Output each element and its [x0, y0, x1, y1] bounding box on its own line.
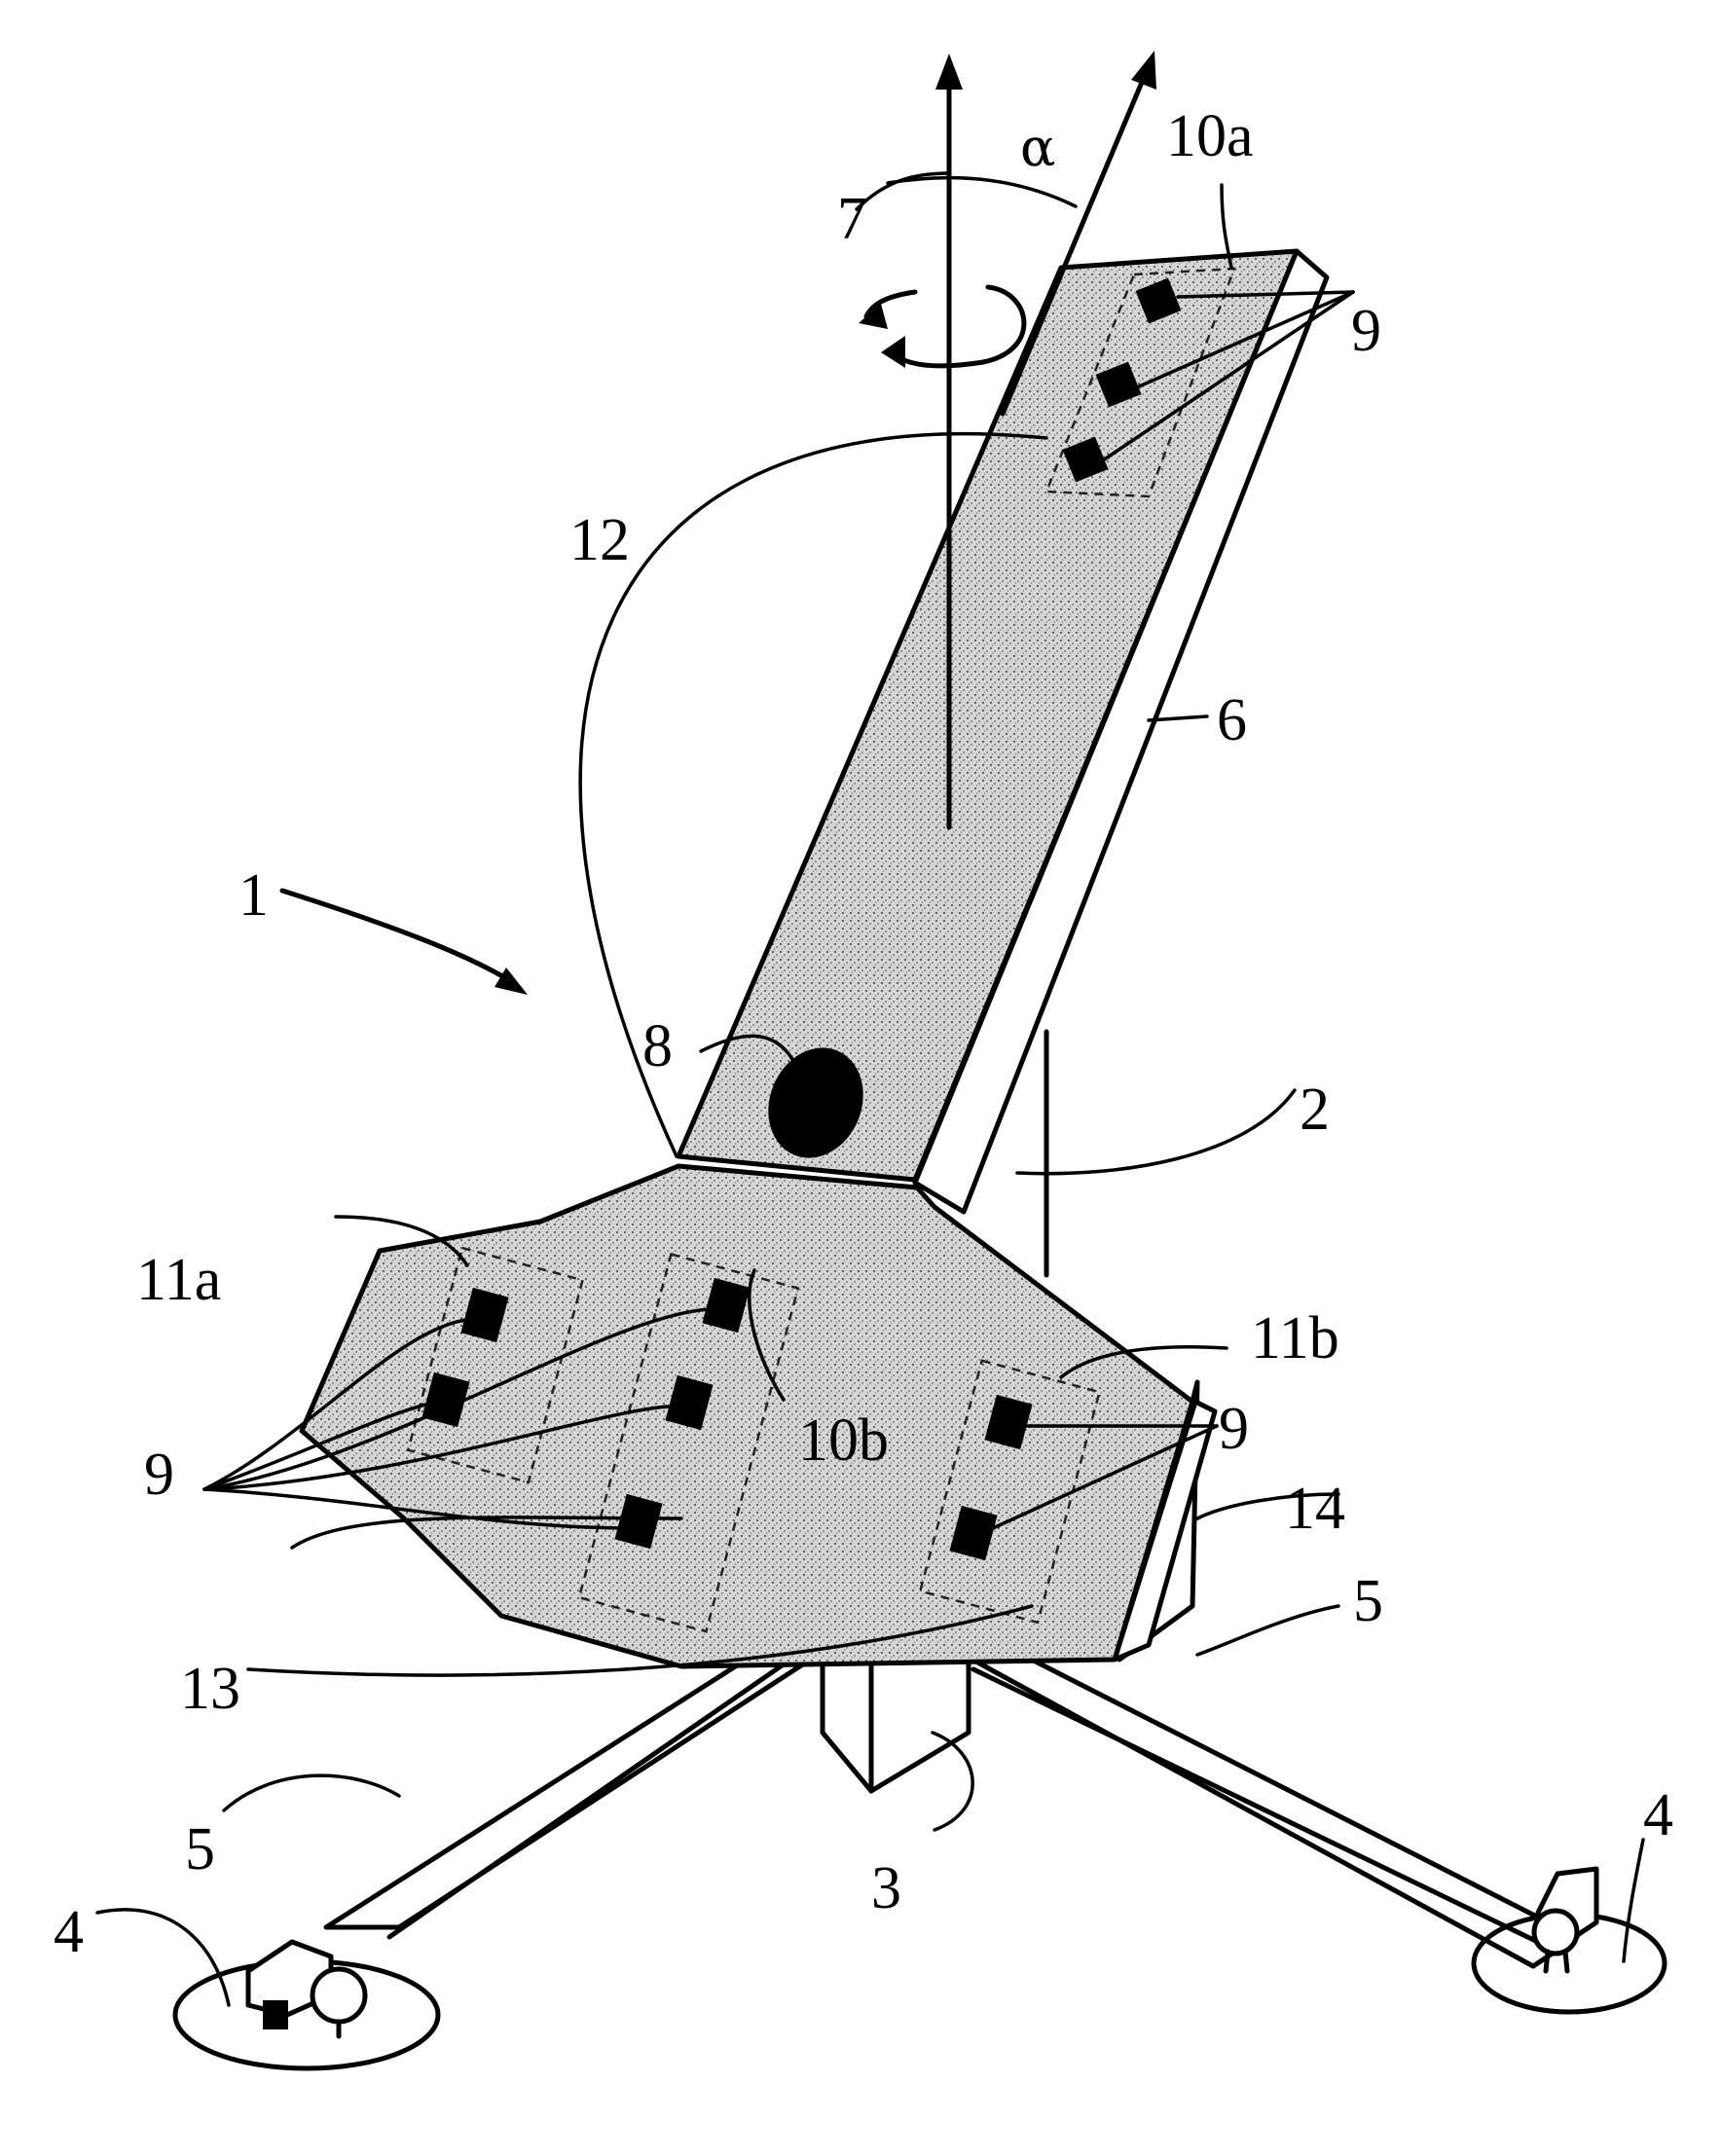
label-9-right: 9: [1219, 1396, 1249, 1462]
seat: [302, 1166, 1215, 1666]
rotation-arrow: [891, 287, 1024, 366]
label-2: 2: [1300, 1077, 1330, 1143]
label-10a: 10a: [1166, 103, 1254, 169]
label-11b: 11b: [1251, 1305, 1339, 1371]
label-3: 3: [871, 1855, 901, 1921]
label-9-left: 9: [144, 1442, 174, 1508]
label-9-top: 9: [1351, 298, 1381, 364]
label-12: 12: [569, 507, 630, 573]
label-alpha: α: [1020, 117, 1055, 178]
label-4-left: 4: [54, 1899, 84, 1965]
label-1: 1: [238, 862, 269, 929]
label-10b: 10b: [798, 1407, 889, 1474]
label-6: 6: [1217, 687, 1247, 753]
label-7: 7: [837, 186, 867, 252]
label-14: 14: [1285, 1476, 1345, 1542]
label-11a: 11a: [136, 1247, 221, 1313]
label-4-right: 4: [1643, 1782, 1673, 1848]
label-13: 13: [180, 1656, 240, 1722]
left-leg: [326, 1645, 818, 1927]
label-5-left: 5: [185, 1816, 215, 1882]
alpha-arc: [888, 178, 1076, 206]
arrow-1: [282, 891, 514, 983]
label-5-right: 5: [1353, 1568, 1383, 1634]
label-8: 8: [642, 1013, 673, 1079]
